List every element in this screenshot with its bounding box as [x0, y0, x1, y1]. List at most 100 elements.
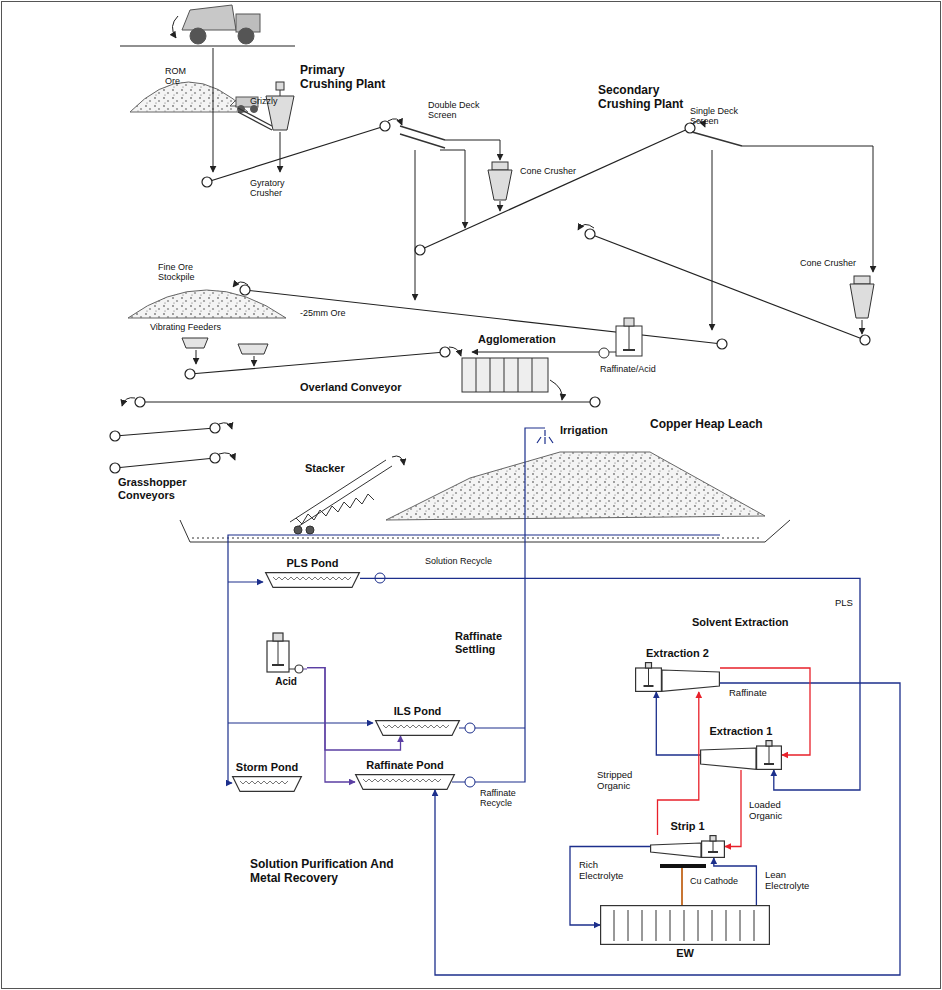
conveyor — [110, 121, 870, 473]
conveyor — [140, 401, 595, 402]
transfer-arrows — [219, 423, 232, 429]
conveyor — [585, 229, 595, 239]
equipment-label: ILS Pond — [394, 705, 442, 718]
equipment-shape — [644, 685, 654, 687]
equipment-node: EW — [600, 905, 770, 960]
section-label: Solution Recycle — [425, 556, 492, 566]
loader — [230, 100, 236, 106]
haul-truck — [182, 5, 236, 30]
leach-pad — [180, 520, 790, 542]
section-label: -25mm Ore — [300, 308, 346, 318]
conveyor — [240, 285, 250, 295]
leach-pad — [180, 520, 790, 542]
cone-crusher — [850, 284, 874, 318]
conveyor — [115, 458, 215, 468]
equipment-shape — [614, 910, 615, 941]
equipment-shape — [375, 720, 460, 736]
transfer-arrows — [122, 119, 873, 465]
vibrating-feeder — [182, 338, 268, 354]
equipment-shape — [265, 572, 360, 588]
screen — [400, 134, 445, 148]
equipment-node: Storm Pond — [232, 761, 302, 792]
equipment-shape — [708, 851, 718, 853]
agglomeration-drum — [462, 358, 548, 392]
section-label: Cone Crusher — [800, 258, 856, 268]
conveyor — [380, 121, 390, 131]
equipment-shape — [757, 746, 782, 769]
equipment-shape — [769, 746, 770, 764]
section-label: Copper Heap Leach — [650, 418, 763, 432]
cone-crusher — [488, 162, 874, 318]
section-label: Raffinate/Acid — [600, 364, 656, 374]
haul-truck — [238, 28, 254, 44]
equipment-shape — [698, 910, 699, 941]
flow-line — [720, 668, 810, 755]
equipment-shape — [651, 843, 701, 857]
equipment-shape — [670, 910, 671, 941]
equipment-shape — [642, 910, 643, 941]
equipment-shape — [754, 910, 755, 941]
equipment-shape — [740, 910, 741, 941]
section-label: Cone Crusher — [520, 166, 576, 176]
conveyor — [185, 369, 195, 379]
equipment-shape — [266, 573, 360, 588]
transfer-arrows — [862, 320, 863, 334]
equipment-shape — [273, 577, 351, 580]
equipment-shape — [363, 779, 441, 782]
transfer-arrows — [578, 224, 594, 230]
equipment-shape — [273, 633, 283, 641]
flow-line — [658, 692, 699, 835]
loader — [251, 106, 258, 113]
pump — [465, 777, 475, 787]
agglomeration-drum — [476, 358, 532, 392]
solution-pipe — [228, 581, 263, 582]
flow-line — [656, 692, 700, 755]
flow-line — [360, 578, 860, 790]
haul-truck — [190, 28, 206, 44]
equipment-shape — [267, 641, 289, 672]
vibrating-feeder — [238, 344, 268, 354]
conveyor — [860, 335, 870, 345]
stacker — [306, 526, 314, 534]
section-label: Secondary Crushing Plant — [598, 84, 703, 112]
section-label: Irrigation — [560, 424, 608, 437]
pump — [375, 573, 475, 787]
equipment-shape — [303, 669, 307, 670]
equipment-shape — [635, 662, 720, 692]
transfer-arrows — [440, 150, 465, 228]
equipment-shape — [240, 781, 288, 784]
flow-label: PLS — [834, 598, 854, 609]
equipment-shape — [272, 664, 284, 666]
section-label: Grasshopper Conveyors — [118, 476, 198, 501]
rom-pile — [130, 82, 248, 112]
conveyor — [135, 397, 145, 407]
conveyor — [110, 463, 120, 473]
conveyor — [110, 431, 120, 441]
transfer-arrows — [219, 453, 235, 460]
grizzly — [238, 112, 272, 130]
transfer-arrows — [712, 150, 713, 330]
conveyor — [202, 177, 212, 187]
leach-pad — [192, 538, 762, 539]
equipment-node: Raffinate Pond — [355, 759, 455, 790]
transfer-arrows — [415, 150, 416, 300]
screen — [400, 126, 742, 148]
transfer-arrows — [122, 398, 135, 406]
equipment-shape — [628, 910, 629, 941]
flow-line — [307, 668, 401, 750]
equipment-shape — [376, 721, 460, 736]
equipment-label: Strip 1 — [670, 820, 704, 833]
equipment-label: Storm Pond — [236, 761, 298, 774]
flow-line — [307, 668, 355, 782]
haul-truck — [182, 5, 260, 44]
transfer-arrows — [742, 146, 873, 272]
equipment-node: Strip 1 — [650, 820, 725, 858]
equipment-label: Raffinate Pond — [366, 759, 444, 772]
raffinate-acid-tank — [599, 318, 642, 358]
equipment-shape — [766, 741, 772, 746]
section-label: Cu Cathode — [690, 876, 738, 886]
solution-pipe — [228, 722, 373, 723]
equipment-shape — [289, 669, 295, 670]
equipment-shape — [702, 841, 725, 857]
transfer-arrows — [392, 456, 404, 465]
